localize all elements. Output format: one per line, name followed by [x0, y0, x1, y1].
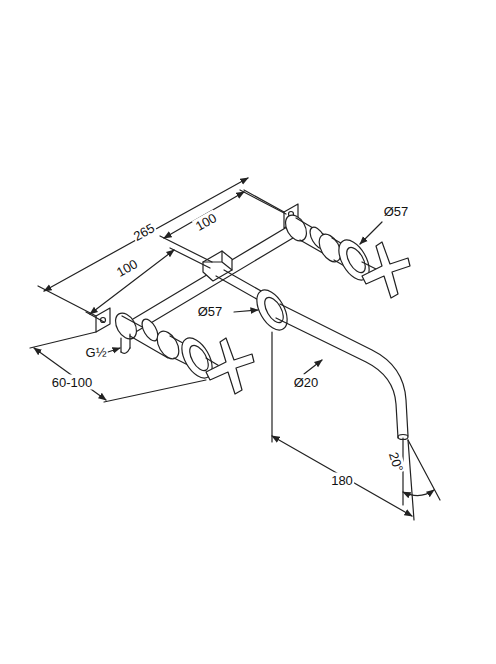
dimension-label: 100: [113, 256, 141, 281]
dimension-label: G½: [85, 345, 108, 360]
dimension-label: 180: [330, 473, 354, 488]
dimension-label: Ø20: [293, 375, 320, 390]
dimension-label: 100: [192, 210, 220, 235]
dimension-label: 60-100: [51, 375, 93, 390]
dimension-label: Ø57: [197, 304, 224, 319]
dimension-label: Ø57: [383, 204, 410, 219]
